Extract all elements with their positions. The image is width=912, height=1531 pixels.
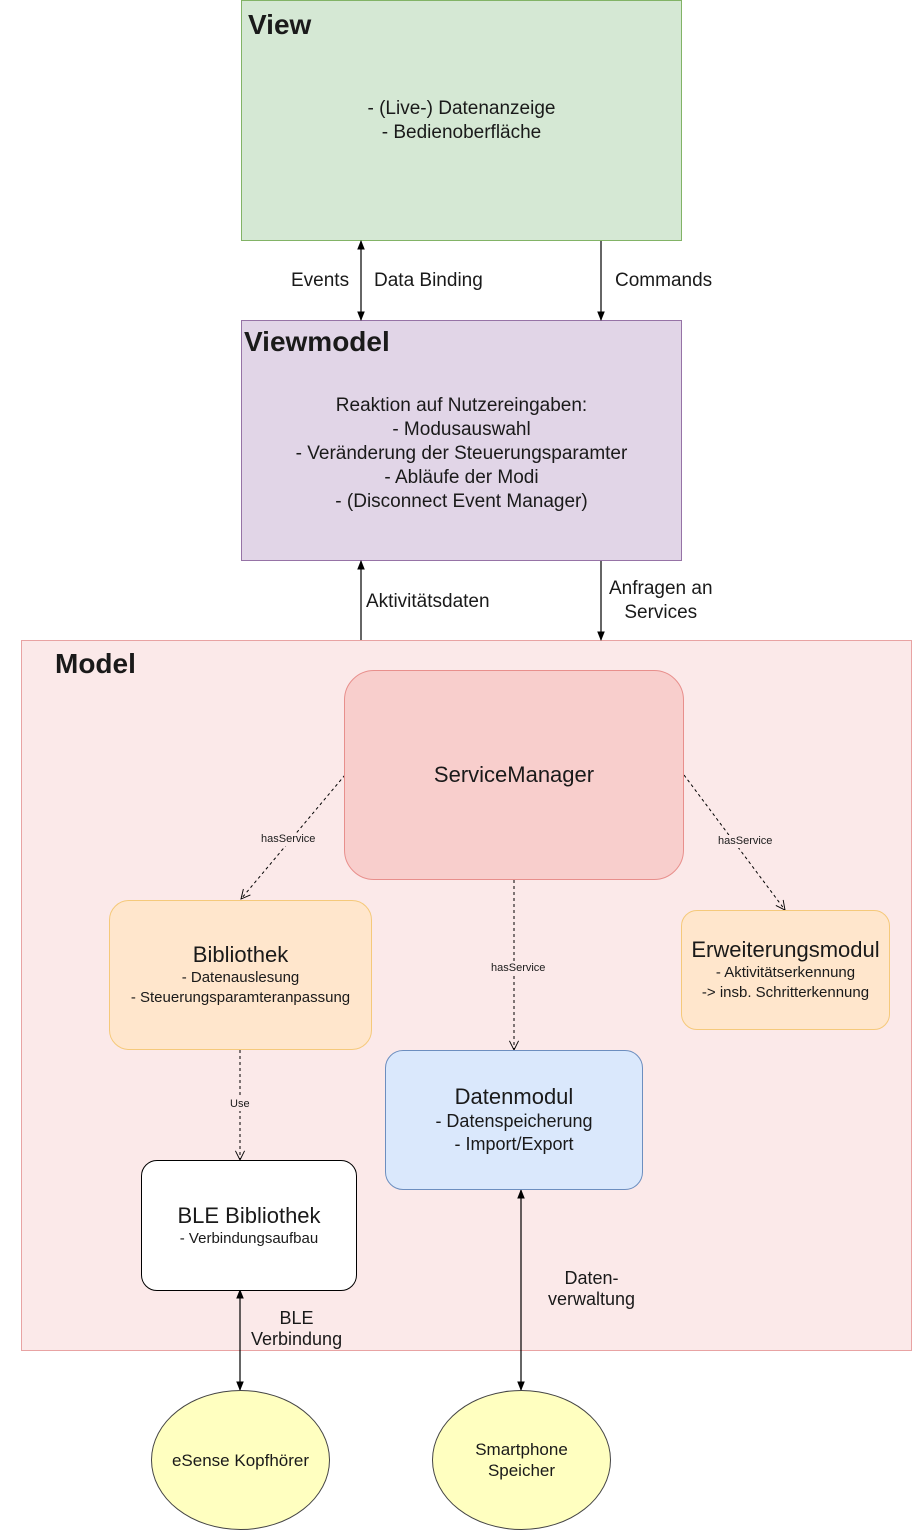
model-title: Model xyxy=(55,648,136,679)
ble-bibliothek-sub: - Verbindungsaufbau xyxy=(179,1229,319,1247)
commands-label: Commands xyxy=(615,270,713,291)
view-content: - (Live-) Datenanzeige - Bedienoberfläch… xyxy=(367,98,556,143)
erweiterungsmodul-node[interactable]: Erweiterungsmodul - Aktivitätserkennung … xyxy=(681,910,890,1030)
events-label: Events xyxy=(291,270,350,291)
viewmodel-content: Reaktion auf Nutzereingaben: - Modusausw… xyxy=(295,395,628,512)
use-label: Use xyxy=(229,1098,251,1111)
ble-bibliothek-node[interactable]: BLE Bibliothek - Verbindungsaufbau xyxy=(141,1160,357,1291)
anfragen-label: Anfragen an Services xyxy=(609,578,713,623)
data-binding-label: Data Binding xyxy=(374,270,483,291)
viewmodel-box[interactable]: Viewmodel Reaktion auf Nutzereingaben: -… xyxy=(241,320,682,561)
aktivitaetsdaten-label: Aktivitätsdaten xyxy=(366,591,490,612)
service-manager-node[interactable]: ServiceManager xyxy=(344,670,684,880)
has-service-right-label: hasService xyxy=(717,835,774,848)
erweiterungsmodul-title: Erweiterungsmodul xyxy=(691,937,880,962)
has-service-middle-label: hasService xyxy=(490,962,547,975)
bibliothek-node[interactable]: Bibliothek - Datenauslesung - Steuerungs… xyxy=(109,900,372,1050)
ble-bibliothek-title: BLE Bibliothek xyxy=(177,1202,321,1228)
erweiterungsmodul-sub: - Aktivitätserkennung -> insb. Schritter… xyxy=(701,964,870,1001)
bibliothek-title: Bibliothek xyxy=(192,942,289,967)
esense-ellipse[interactable]: eSense Kopfhörer xyxy=(151,1390,330,1530)
datenmodul-node[interactable]: Datenmodul - Datenspeicherung - Import/E… xyxy=(385,1050,643,1190)
smartphone-ellipse[interactable]: Smartphone Speicher xyxy=(432,1390,611,1530)
datenmodul-sub: - Datenspeicherung - Import/Export xyxy=(435,1111,593,1154)
ble-verbindung-label: BLE Verbindung xyxy=(251,1308,343,1349)
datenmodul-title: Datenmodul xyxy=(454,1084,574,1109)
datenverwaltung-label: Daten- verwaltung xyxy=(548,1268,636,1309)
service-manager-title: ServiceManager xyxy=(433,762,595,787)
view-title: View xyxy=(248,9,312,40)
has-service-left-label: hasService xyxy=(260,833,317,846)
view-box[interactable]: View - (Live-) Datenanzeige - Bedienober… xyxy=(241,0,682,241)
viewmodel-title: Viewmodel xyxy=(244,326,390,357)
bibliothek-sub: - Datenauslesung - Steuerungsparamteranp… xyxy=(130,969,351,1006)
